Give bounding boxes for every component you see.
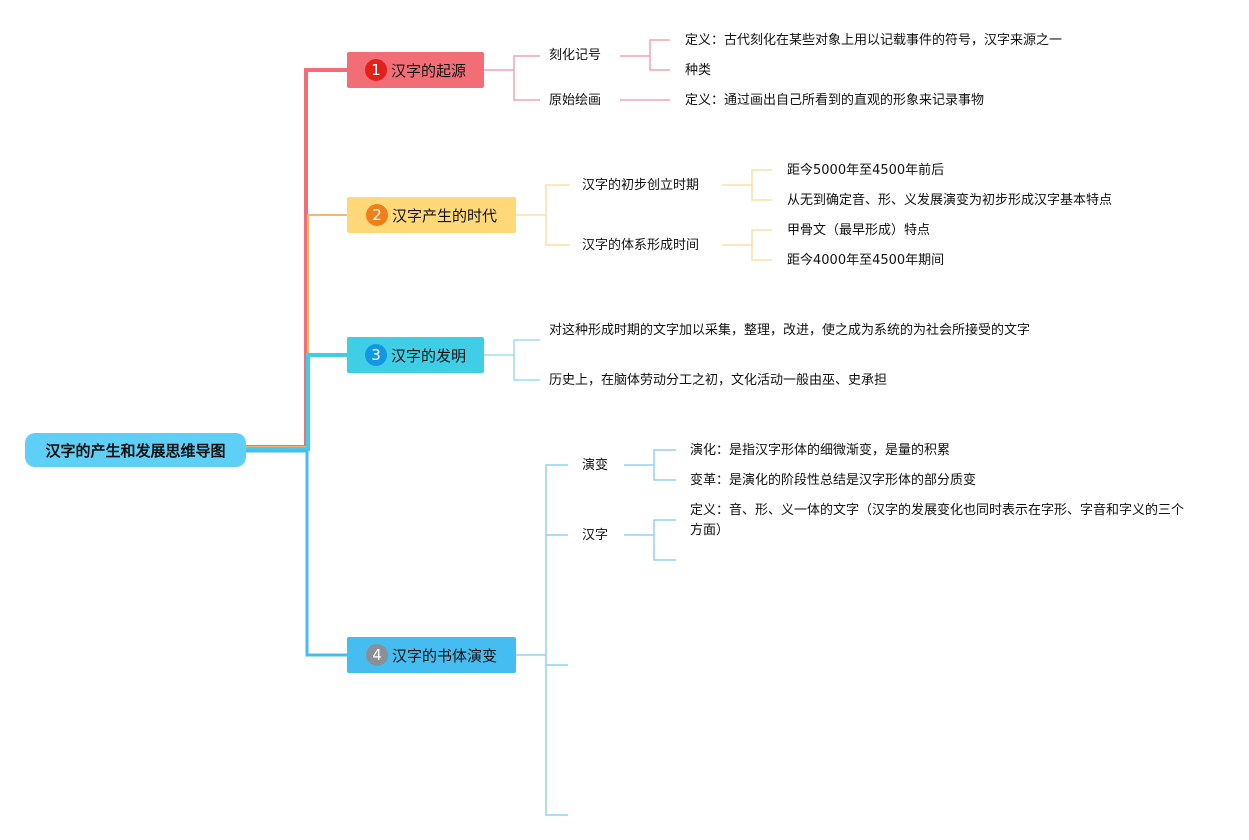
leaf-engraved-types[interactable]: 种类 [685,63,712,78]
leaf-oracle-bone[interactable]: 甲骨文（最早形成）特点 [787,223,931,238]
number-badge-icon: 4 [365,644,388,666]
subtopic-system-formation[interactable]: 汉字的体系形成时间 [582,238,700,253]
subtopic-initial-period[interactable]: 汉字的初步创立时期 [582,178,700,193]
number-badge-icon: 3 [364,344,387,366]
leaf-hanzi-definition[interactable]: 定义：音、形、义一体的文字（汉字的发展变化也同时表示在字形、字音和字义的三个方面… [690,503,1185,538]
number-badge-icon: 1 [364,59,387,81]
subtopic-engraved-marks[interactable]: 刻化记号 [549,48,602,63]
leaf-painting-definition[interactable]: 定义：通过画出自己所看到的直观的形象来记录事物 [685,93,985,108]
subtopic-history[interactable]: 历史上，在脑体劳动分工之初，文化活动一般由巫、史承担 [549,373,888,388]
subtopic-evolution[interactable]: 演变 [582,458,609,473]
leaf-engraved-definition[interactable]: 定义：古代刻化在某些对象上用以记载事件的符号，汉字来源之一 [685,33,1063,48]
subtopic-hanzi[interactable]: 汉字 [582,528,609,543]
topic-era[interactable]: 2 汉字产生的时代 [347,197,516,233]
topic-invention[interactable]: 3 汉字的发明 [347,337,484,373]
topic-label: 汉字的书体演变 [391,646,497,665]
topic-label: 汉字产生的时代 [391,206,497,225]
topic-label: 汉字的发明 [390,346,466,365]
leaf-gradual-change[interactable]: 演化：是指汉字形体的细微渐变，是量的积累 [690,443,951,458]
subtopic-collection[interactable]: 对这种形成时期的文字加以采集，整理，改进，使之成为系统的为社会所接受的文字 [549,323,1031,338]
topic-label: 汉字的起源 [390,61,466,80]
leaf-transformation[interactable]: 变革：是演化的阶段性总结是汉字形体的部分质变 [690,473,977,488]
leaf-initial-features[interactable]: 从无到确定音、形、义发展演变为初步形成汉字基本特点 [787,193,1113,208]
topic-origin[interactable]: 1 汉字的起源 [347,52,484,88]
number-badge-icon: 2 [365,204,388,226]
root-topic-label: 汉字的产生和发展思维导图 [45,441,226,460]
leaf-initial-time[interactable]: 距今5000年至4500年前后 [787,163,945,178]
leaf-system-time[interactable]: 距今4000年至4500年期间 [787,253,945,268]
subtopic-primitive-painting[interactable]: 原始绘画 [549,93,602,108]
topic-script-evolution[interactable]: 4 汉字的书体演变 [347,637,516,673]
root-topic[interactable]: 汉字的产生和发展思维导图 [25,433,246,467]
